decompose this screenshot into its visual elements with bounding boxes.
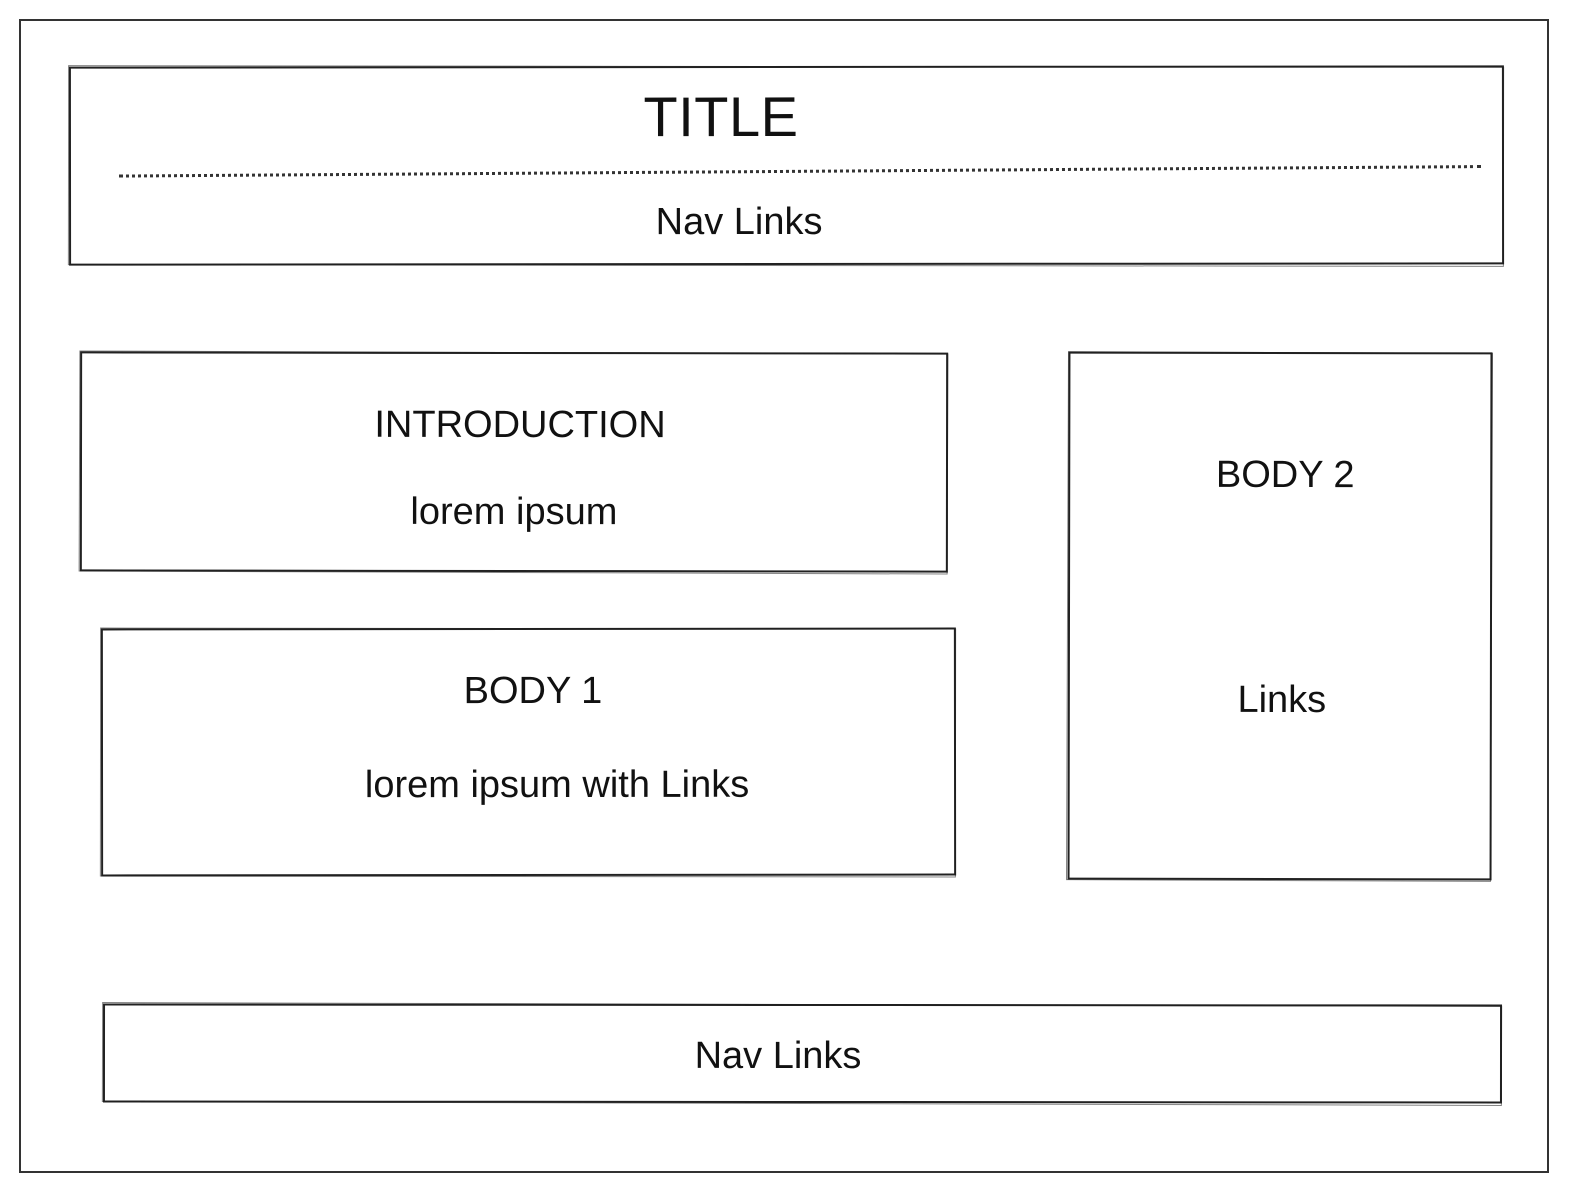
header-nav-links[interactable]: Nav Links [655,200,823,244]
introduction-text: lorem ipsum [410,490,618,534]
body2-heading: BODY 2 [1215,453,1355,497]
footer-box: Nav Links [102,1003,1503,1104]
page-title: TITLE [643,84,799,149]
introduction-heading: INTRODUCTION [374,403,666,447]
body1-heading: BODY 1 [463,669,603,713]
body1-text[interactable]: lorem ipsum with Links [364,763,750,807]
footer-nav-links[interactable]: Nav Links [694,1034,862,1078]
dotted-divider [118,165,1481,178]
body2-links[interactable]: Links [1237,678,1327,722]
body2-box: BODY 2 Links [1067,351,1493,881]
header-box: TITLE Nav Links [68,65,1505,266]
body1-box: BODY 1 lorem ipsum with Links [100,627,957,877]
introduction-box: INTRODUCTION lorem ipsum [79,351,949,573]
